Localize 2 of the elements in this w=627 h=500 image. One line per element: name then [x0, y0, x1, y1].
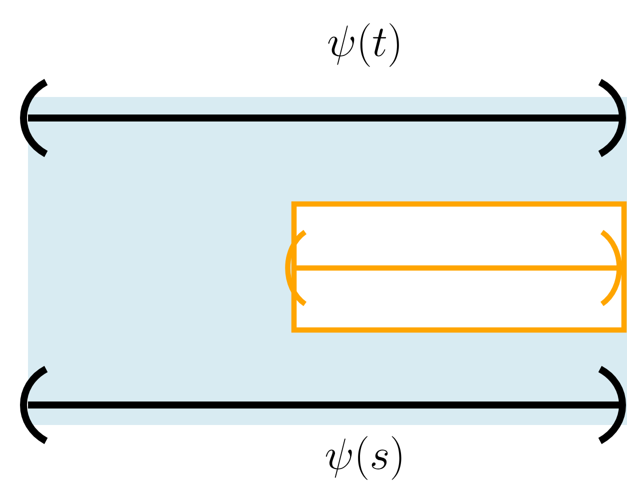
- formula-label: $\psi(s)$: [326, 436, 402, 480]
- formula-label: $\psi(t)$: [328, 23, 399, 67]
